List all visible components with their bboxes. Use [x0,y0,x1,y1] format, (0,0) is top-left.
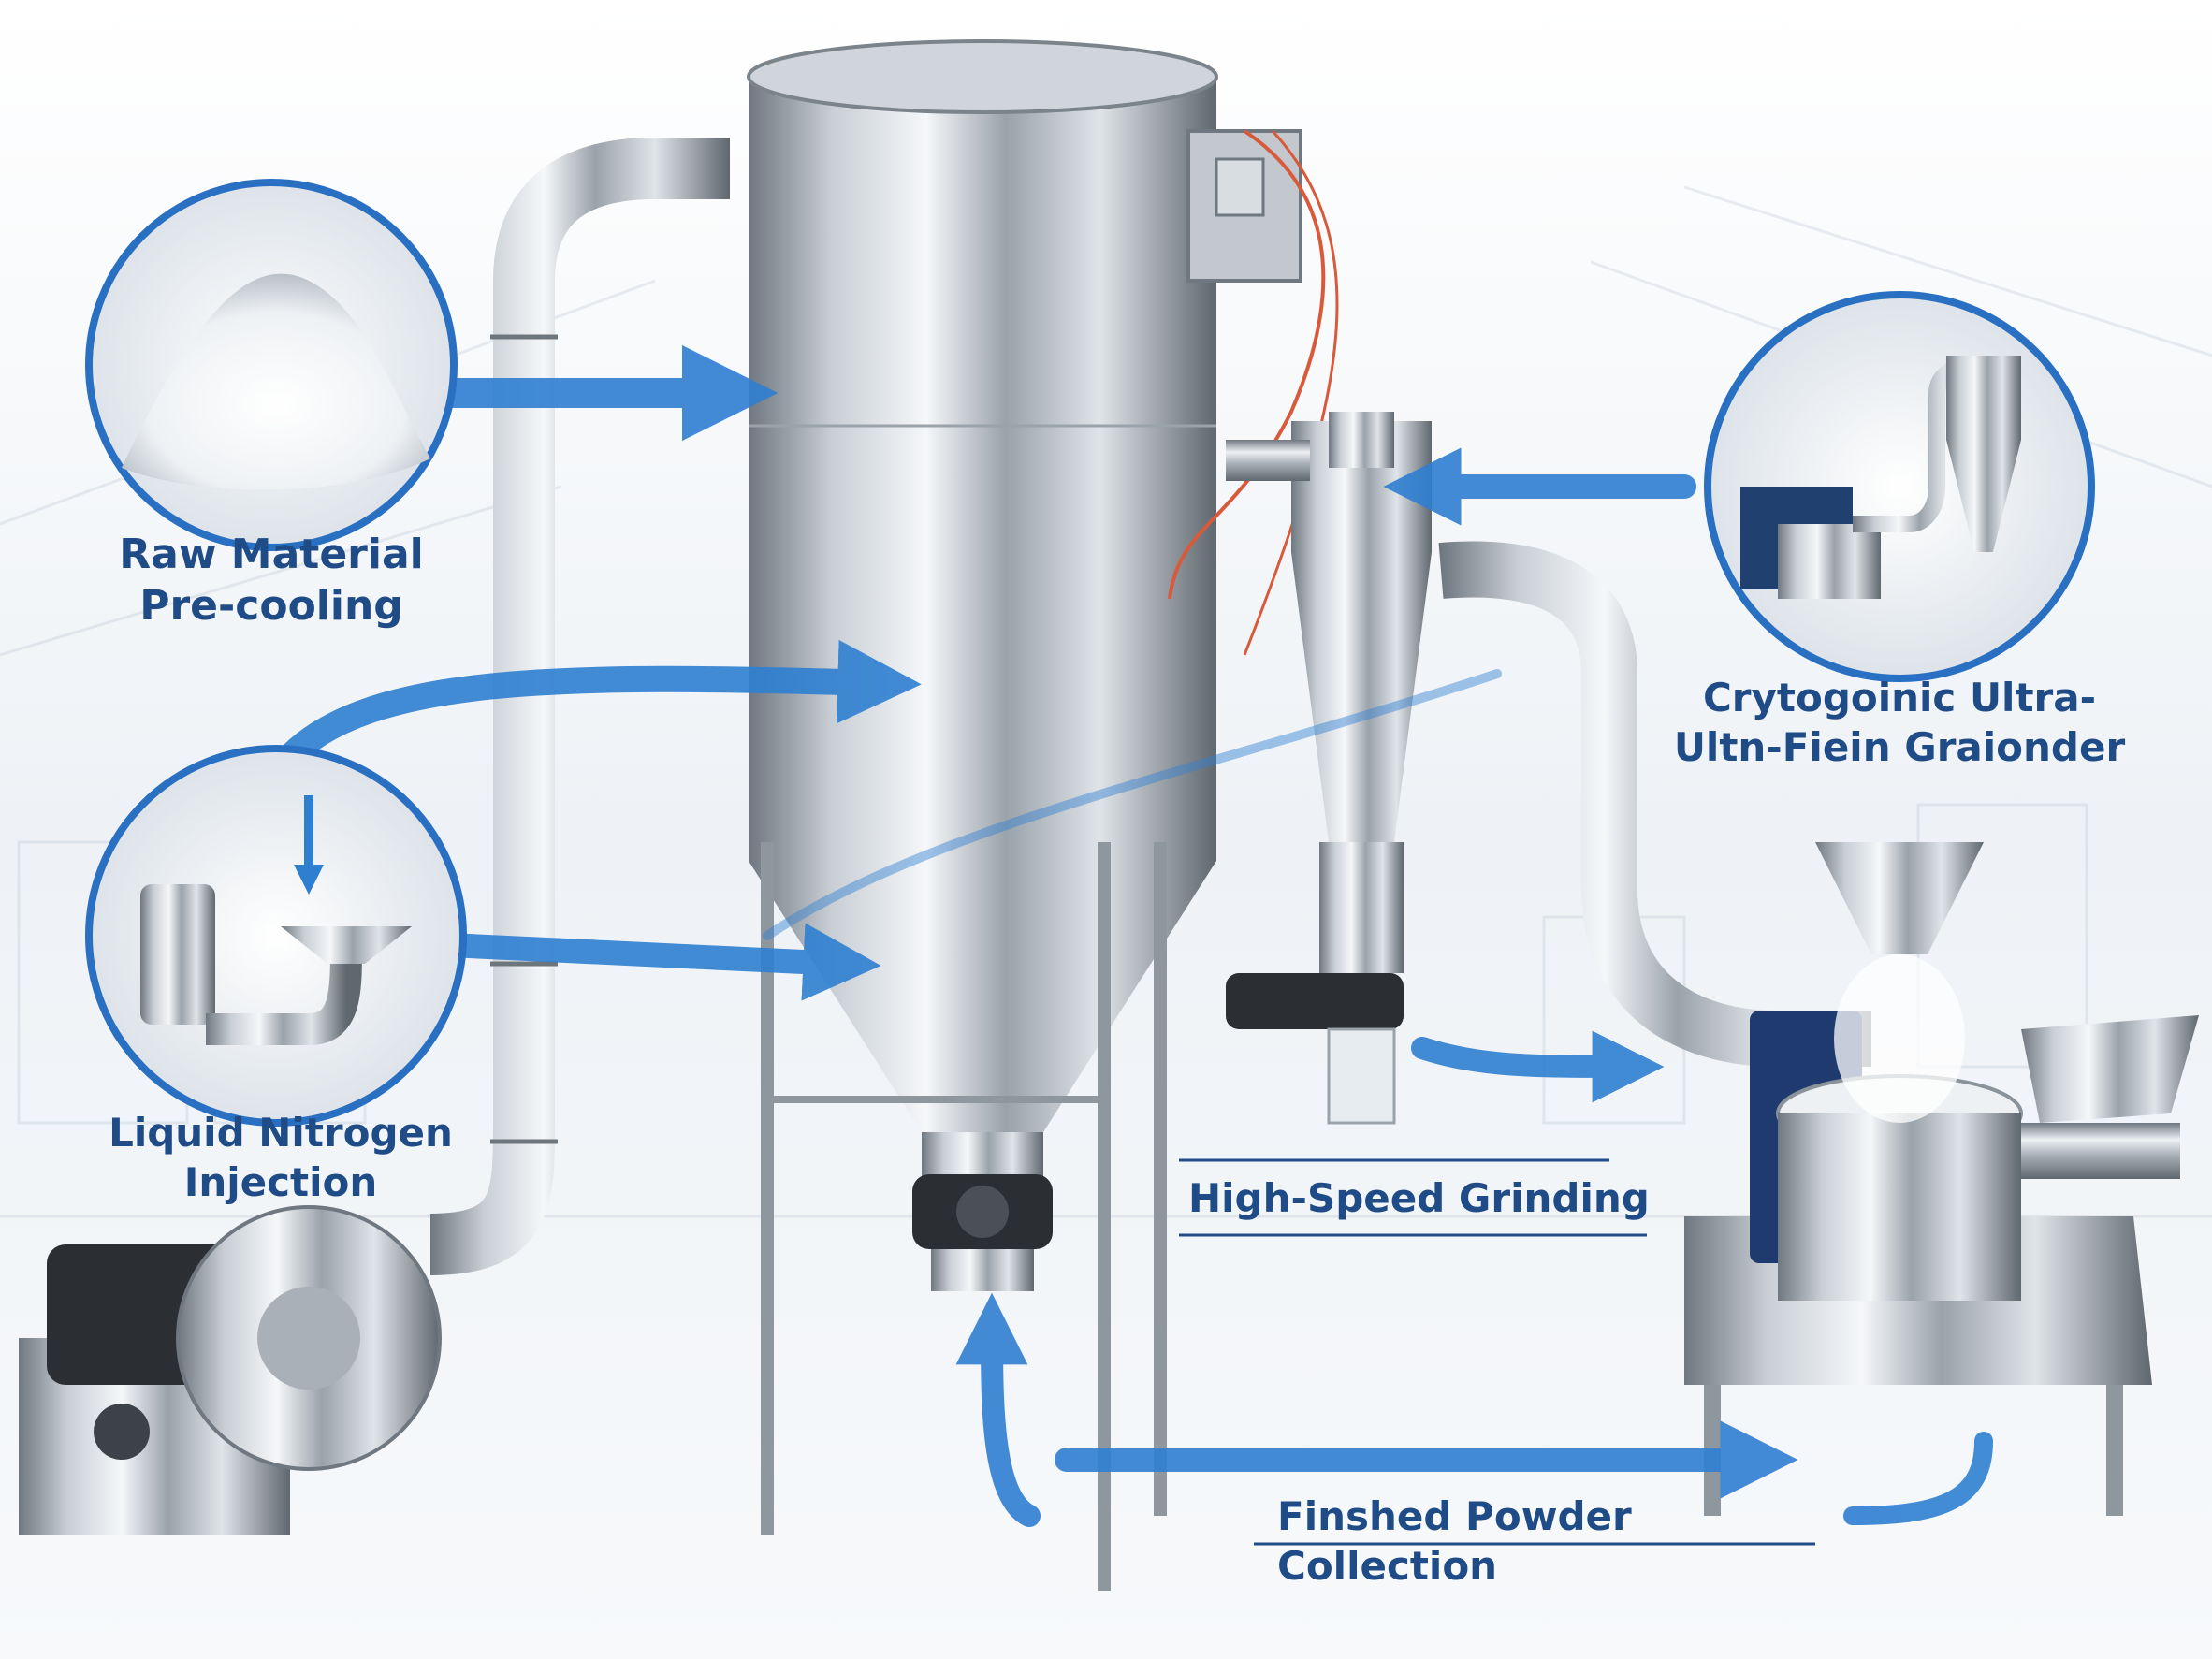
label-raw-material-line2: Pre-cooling [139,582,403,630]
label-cryogenic-grinder: Crytogoinic Ultra- Ultn-Fiein Graionder [1666,674,2133,772]
label-underlines [1179,1158,1815,1546]
label-liquid-nitrogen-line1: Liquid Nitrogen [109,1110,453,1156]
label-high-speed-grinding: High-Speed Grinding [1188,1175,1650,1221]
rotary-valve-icon [912,1174,1053,1291]
label-liquid-nitrogen: Liquid Nitrogen Injection [84,1109,477,1207]
cyclone-valve [1226,973,1404,1125]
process-arrows [268,344,1993,1527]
label-raw-material-line1: Raw Material [119,531,424,578]
label-raw-material: Raw Material Pre-cooling [112,529,430,632]
grinder-feed-pipe [1438,541,1871,1067]
silo-control-box [1168,129,1339,656]
label-finished-powder: Finshed Powder Collection [1277,1493,1632,1589]
label-liquid-nitrogen-line2: Injection [183,1158,378,1205]
nitrogen-injector-inset [85,745,467,1127]
raw-powder-pile-inset [85,179,458,551]
cyclone-separator [1226,412,1432,973]
left-riser-pipe [429,138,730,1275]
blower-fan-icon [19,1205,442,1535]
main-silo [747,39,1218,1184]
label-cryogenic-grinder-line2: Ultn-Fiein Graionder [1673,723,2126,770]
grinder-plant-inset [1704,291,2095,682]
pipe-flanges [490,334,558,1144]
label-cryogenic-grinder-line1: Crytogoinic Ultra- [1702,675,2097,720]
grinder-machine [1684,842,2199,1516]
